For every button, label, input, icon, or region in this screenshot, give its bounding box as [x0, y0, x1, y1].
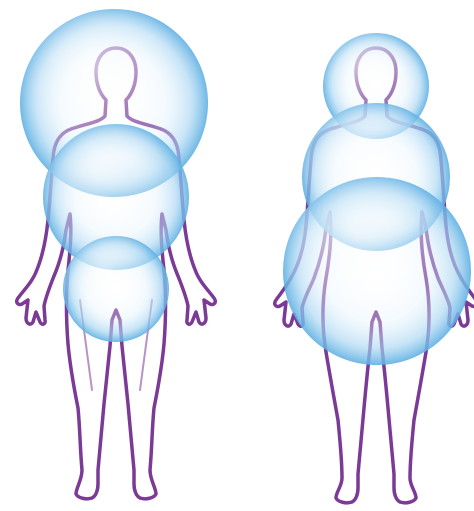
right-figure-bubbles: [283, 33, 471, 365]
right-hips-bubble: [283, 177, 471, 365]
left-hips-bubble: [63, 236, 169, 342]
